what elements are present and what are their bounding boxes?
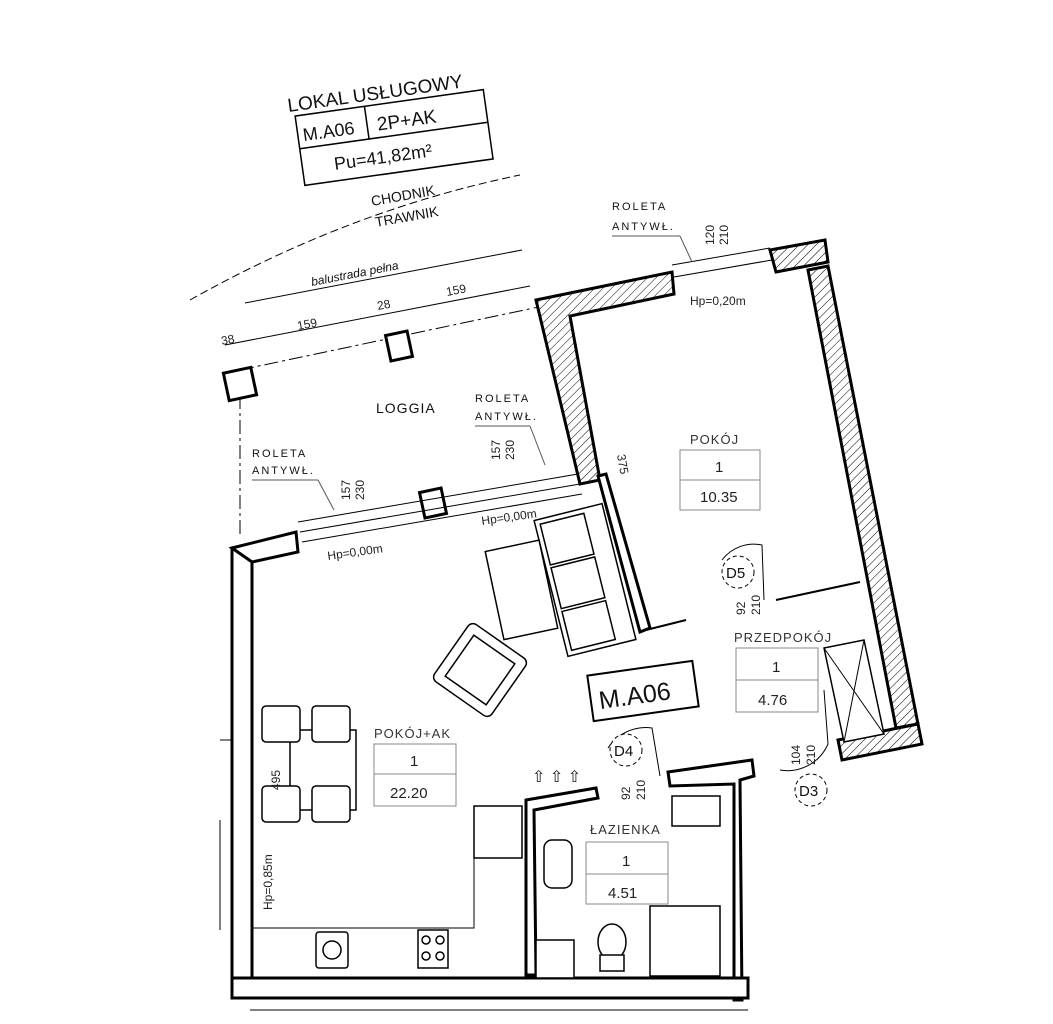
door-d5: D5 (726, 565, 745, 582)
top-roleta: ROLETA (612, 201, 667, 213)
room-przedpokoj-num: 1 (772, 659, 780, 676)
room-lazienka-area: 4.51 (608, 885, 637, 902)
wall-bedroom-west (534, 270, 676, 486)
top-antywl: ANTYWŁ. (612, 221, 675, 233)
shower (649, 905, 721, 977)
door-d4-w: 92 (619, 786, 633, 800)
wall-southeast (836, 722, 924, 762)
boiler (535, 939, 575, 979)
room-przedpokoj-name: PRZEDPOKÓJ (734, 630, 832, 645)
room-pokoj-name: POKÓJ (690, 432, 739, 447)
armchair (432, 622, 528, 718)
dimension-line (224, 285, 531, 346)
room-lazienka-num: 1 (622, 853, 630, 870)
mid-w: 157 (489, 440, 503, 460)
room-pokojak-area: 22.20 (390, 785, 428, 802)
dim-159b: 159 (445, 281, 468, 299)
left-antywl: ANTYWŁ. (252, 465, 315, 477)
wall-bedroom-north (768, 238, 830, 274)
dim-38: 38 (220, 332, 236, 348)
window-top (671, 247, 771, 266)
room-lazienka-name: ŁAZIENKA (590, 822, 661, 837)
wall-top-left (228, 530, 300, 564)
balustrade-line (244, 249, 523, 304)
mid-roleta: ROLETA (475, 393, 530, 405)
dim-159a: 159 (296, 315, 319, 333)
loggia-column-front (417, 486, 449, 520)
kitchen-counter (252, 855, 475, 929)
header-box (294, 88, 494, 187)
mid-h: 230 (503, 440, 517, 460)
unit-header: LOKAL USŁUGOWY M.A06 2P+AK Pu=41,82m² (286, 71, 494, 187)
loggia-label: LOGGIA (376, 400, 436, 416)
coffee-table (484, 539, 559, 641)
bathroom-sink (543, 839, 573, 889)
room-przedpokoj-area: 4.76 (758, 692, 787, 709)
left-roleta: ROLETA (252, 448, 307, 460)
sofa (533, 502, 637, 658)
door-d5-w: 92 (734, 601, 748, 615)
top-hp: Hp=0,20m (690, 294, 746, 308)
door-d3-h: 210 (804, 745, 818, 765)
stove (417, 929, 449, 969)
trawnik-label: TRAWNIK (374, 203, 440, 230)
room-pokoj-area: 10.35 (700, 489, 738, 506)
dim-375: 375 (614, 453, 631, 475)
vent-arrows: ⇧ ⇧ ⇧ (532, 769, 581, 786)
door-d5-swing (721, 543, 765, 601)
left-hp: Hp=0,00m (326, 541, 383, 563)
dim-28: 28 (376, 297, 392, 313)
room-pokoj-num: 1 (715, 459, 723, 476)
washing-machine (671, 795, 721, 827)
door-d4-marker (609, 733, 643, 767)
fridge (473, 805, 523, 859)
chair (261, 705, 301, 743)
room-pokojak-num: 1 (410, 753, 418, 770)
door-d3: D3 (799, 783, 818, 800)
balustrade-label: balustrada pełna (310, 258, 400, 289)
door-d3-w: 104 (789, 745, 803, 765)
door-d3-swing (779, 689, 829, 772)
wall-bottom (230, 976, 750, 1000)
mid-antywl: ANTYWŁ. (475, 411, 538, 423)
loggia-column-mid (383, 329, 415, 363)
chair (311, 705, 351, 743)
wall-bathroom-west (524, 786, 600, 977)
room-pokojak-name: POKÓJ+AK (374, 726, 451, 741)
dim-495: 495 (269, 770, 283, 790)
top-h: 210 (717, 225, 731, 245)
wall-bathroom-east (666, 758, 756, 1002)
chair (261, 785, 301, 823)
top-w: 120 (703, 225, 717, 245)
sidewalk-line (189, 174, 521, 301)
unit-label-box (586, 659, 700, 723)
door-d4-h: 210 (634, 780, 648, 800)
door-d5-h: 210 (749, 595, 763, 615)
left-w: 157 (339, 480, 353, 500)
door-d5-marker (721, 555, 755, 589)
chair (311, 785, 351, 823)
door-d4: D4 (614, 743, 633, 760)
left-h: 230 (353, 480, 367, 500)
side-hp: Hp=0,85m (261, 854, 275, 910)
door-d3-marker (794, 773, 828, 807)
loggia-column-left (221, 365, 259, 403)
wall-left (230, 542, 254, 984)
